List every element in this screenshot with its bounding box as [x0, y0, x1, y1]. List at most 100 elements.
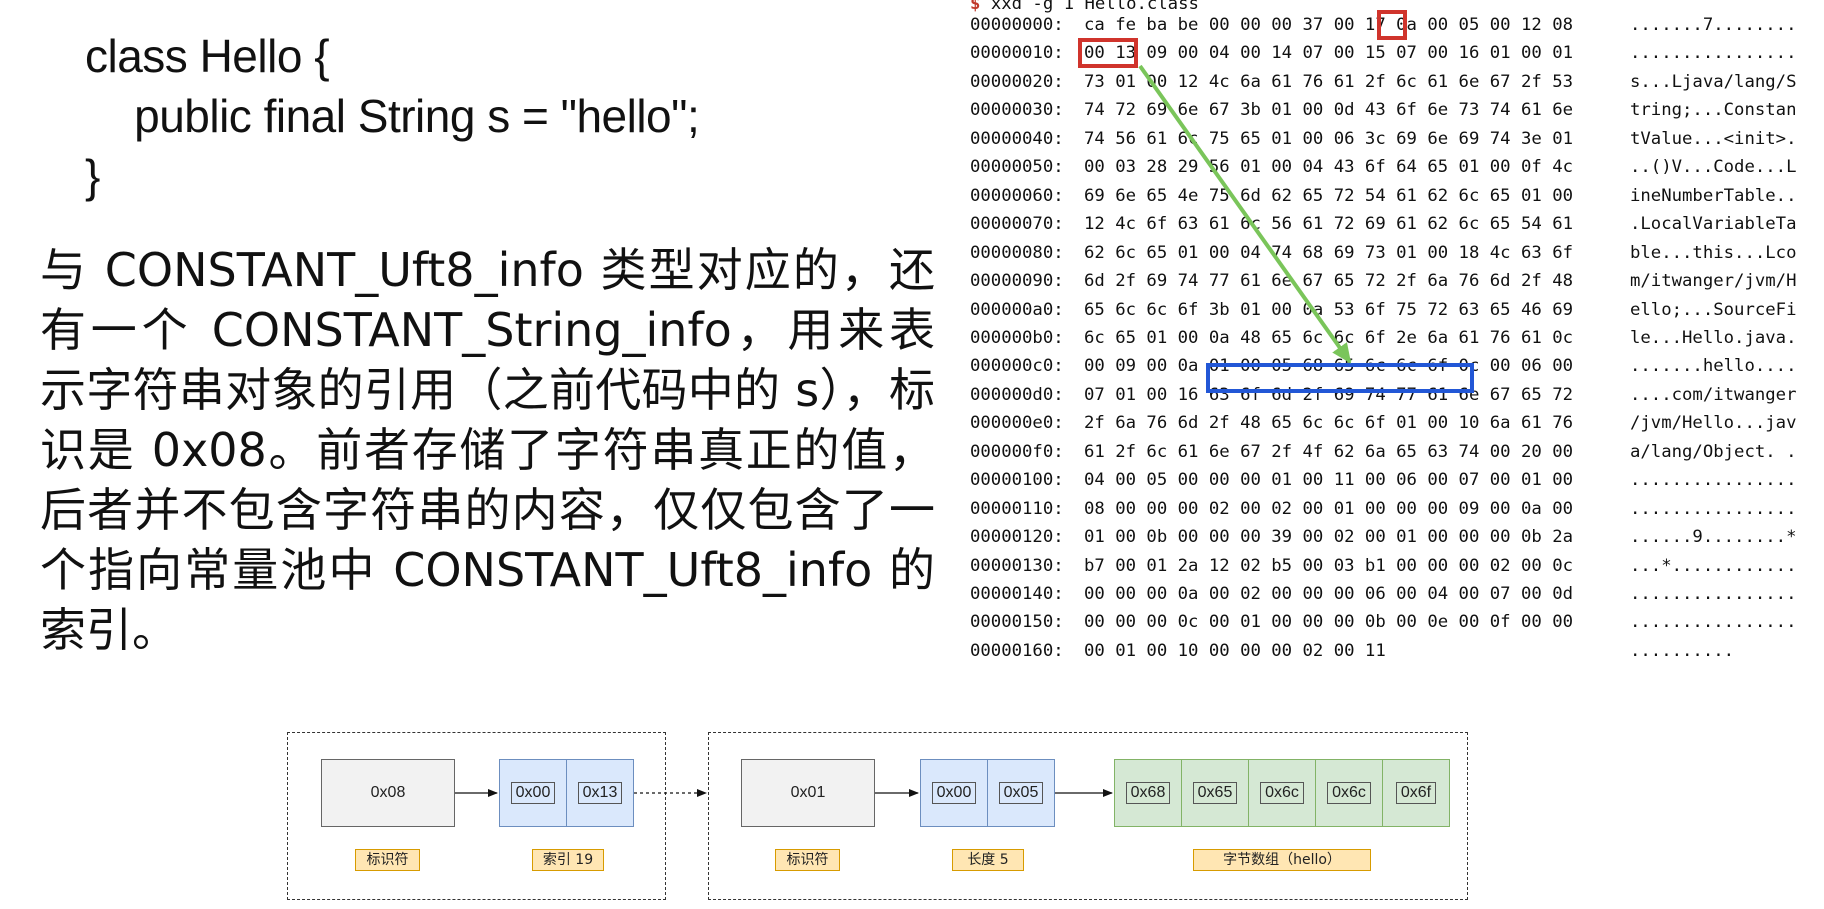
hex-bytes: 69 6e 65 4e 75 6d 62 65 72 54 61 62 6c 6…: [1084, 185, 1573, 206]
string-index-byte-cell: 0x13: [566, 759, 634, 827]
hex-ascii: ................: [1630, 43, 1797, 64]
hex-row: 00000090:6d 2f 69 74 77 61 6e 67 65 72 2…: [970, 267, 1820, 295]
hex-ascii: .......hello....: [1630, 356, 1797, 377]
hex-bytes: 62 6c 65 01 00 04 74 68 69 73 01 00 18 4…: [1084, 242, 1573, 263]
hex-row: 00000040: 74 56 61 6c 75 65 01 00 06 3c 6…: [970, 125, 1820, 153]
highlight-tag-08: [1377, 10, 1407, 40]
hex-bytes: 6d 2f 69 74 77 61 6e 67 65 72 2f 6a 76 6…: [1084, 271, 1573, 292]
hex-row: 00000070:12 4c 6f 63 61 6c 56 61 72 69 6…: [970, 210, 1820, 238]
hex-ascii: /jvm/Hello...jav: [1630, 413, 1797, 434]
hex-offset: 00000100:: [970, 470, 1064, 491]
hex-row: 00000150:00 00 00 0c 00 01 00 00 00 0b 0…: [970, 608, 1820, 636]
terminal-command: $ xxd -g 1 Hello.class: [970, 0, 1199, 14]
hex-ascii: tring;...Constan: [1630, 100, 1797, 121]
hex-offset: 00000140:: [970, 584, 1064, 604]
utf8-length-byte-cell: 0x05: [987, 759, 1055, 827]
hex-offset: 00000120:: [970, 527, 1064, 548]
hex-bytes: 00 03 28 29 56 01 00 04 43 6f 64 65 01 0…: [1084, 157, 1573, 178]
hex-ascii: ................: [1630, 612, 1797, 633]
hex-offset: 00000010:: [970, 43, 1064, 64]
hex-row: 00000130: b7 00 01 2a 12 02 b5 00 03 b1 0…: [970, 552, 1820, 580]
utf8-data-byte: 0x6f: [1395, 782, 1437, 804]
hex-row: 000000c0:00 09 00 0a 01 00 05 68 65 6c 6…: [970, 352, 1820, 380]
command-text: xxd -g 1 Hello.class: [990, 0, 1199, 14]
hex-ascii: tValue...<init>.: [1630, 128, 1797, 149]
utf8-tag-label: 标识符: [775, 849, 840, 871]
hex-bytes: 04 00 05 00 00 00 01 00 11 00 06 00 07 0…: [1084, 470, 1573, 491]
string-tag-cell: 0x08: [321, 759, 455, 827]
hex-bytes: 74 72 69 6e 67 3b 01 00 0d 43 6f 6e 73 7…: [1084, 100, 1573, 121]
code-line: }: [85, 150, 100, 202]
hex-bytes: 08 00 00 00 02 00 02 00 01 00 00 00 09 0…: [1084, 498, 1573, 519]
hex-row: 00000000: ca fe ba be 00 00 00 37 00 17 0…: [970, 11, 1820, 39]
hex-ascii: ble...this...Lco: [1630, 242, 1797, 263]
hex-bytes: 74 56 61 6c 75 65 01 00 06 3c 69 6e 69 7…: [1084, 128, 1573, 149]
hex-offset: 00000040:: [970, 128, 1064, 149]
hex-offset: 00000110:: [970, 498, 1064, 519]
hex-bytes: 65 6c 6c 6f 3b 01 00 0a 53 6f 75 72 63 6…: [1084, 299, 1573, 320]
utf8-data-label: 字节数组（hello）: [1193, 849, 1371, 871]
utf8-data-byte-cell: 0x6c: [1315, 759, 1383, 827]
hex-offset: 00000030:: [970, 100, 1064, 121]
hex-ascii: s...Ljava/lang/S: [1630, 71, 1797, 92]
java-code-snippet: class Hello { public final String s = "h…: [85, 26, 700, 206]
hex-row: 00000140: 00 00 00 0a 00 02 00 00 00 06 0…: [970, 580, 1820, 608]
hex-ascii: ...*............: [1630, 555, 1797, 576]
utf8-data-byte-cell: 0x6f: [1382, 759, 1450, 827]
hex-ascii: ................: [1630, 498, 1797, 519]
hex-row: 000000f0: 61 2f 6c 61 6e 67 2f 4f 62 6a 6…: [970, 438, 1820, 466]
hex-bytes: 61 2f 6c 61 6e 67 2f 4f 62 6a 65 63 74 0…: [1084, 441, 1573, 462]
hex-offset: 00000050:: [970, 157, 1064, 178]
utf8-tag-value: 0x01: [790, 784, 826, 801]
hex-offset: 00000020:: [970, 71, 1064, 92]
hex-ascii: ..........: [1630, 640, 1735, 661]
utf8-length-label: 长度 5: [952, 849, 1024, 871]
code-line: public final String s = "hello";: [85, 90, 700, 142]
hex-bytes: ca fe ba be 00 00 00 37 00 17 0a 00 05 0…: [1084, 15, 1573, 35]
string-index-byte: 0x00: [510, 782, 556, 804]
hex-row: 00000020: 73 01 00 12 4c 6a 61 76 61 2f 6…: [970, 68, 1820, 96]
hex-offset: 00000160:: [970, 640, 1064, 661]
explanation-paragraph: 与 CONSTANT_Uft8_info 类型对应的，还有一个 CONSTANT…: [40, 243, 935, 657]
hex-row: 00000060:69 6e 65 4e 75 6d 62 65 72 54 6…: [970, 182, 1820, 210]
hex-row: 00000050: 00 03 28 29 56 01 00 04 43 6f 6…: [970, 153, 1820, 181]
hex-ascii: ..()V...Code...L: [1630, 157, 1797, 178]
utf8-data-byte-cell: 0x65: [1181, 759, 1249, 827]
hex-ascii: ello;...SourceFi: [1630, 299, 1797, 320]
hex-offset: 00000130:: [970, 555, 1064, 576]
hex-offset: 000000f0:: [970, 441, 1064, 462]
hex-offset: 00000000:: [970, 15, 1064, 35]
hex-dump: $ xxd -g 1 Hello.class 00000000: ca fe ba…: [970, 0, 1796, 661]
prompt-symbol: $: [970, 0, 981, 14]
hex-ascii: ......9........*: [1630, 527, 1797, 548]
hex-bytes: 00 00 00 0c 00 01 00 00 00 0b 00 0e 00 0…: [1084, 612, 1573, 633]
string-tag-label: 标识符: [355, 849, 420, 871]
hex-bytes: 01 00 0b 00 00 00 39 00 02 00 01 00 00 0…: [1084, 527, 1573, 548]
utf8-length-byte: 0x00: [931, 782, 977, 804]
hex-bytes: 2f 6a 76 6d 2f 48 65 6c 6c 6f 01 00 10 6…: [1084, 413, 1573, 434]
hex-ascii: ................: [1630, 584, 1797, 604]
string-index-byte: 0x13: [577, 782, 623, 804]
hex-offset: 000000a0:: [970, 299, 1064, 320]
utf8-tag-cell: 0x01: [741, 759, 875, 827]
utf8-data-byte: 0x6c: [1327, 782, 1371, 804]
hex-ascii: m/itwanger/jvm/H: [1630, 271, 1797, 292]
hex-bytes: 73 01 00 12 4c 6a 61 76 61 2f 6c 61 6e 6…: [1084, 71, 1573, 92]
string-index-label: 索引 19: [532, 849, 604, 871]
hex-bytes: 6c 65 01 00 0a 48 65 6c 6c 6f 2e 6a 61 7…: [1084, 327, 1573, 348]
code-line: class Hello {: [85, 30, 330, 82]
hex-bytes: b7 00 01 2a 12 02 b5 00 03 b1 00 00 00 0…: [1084, 555, 1573, 576]
hex-bytes: 00 13 09 00 04 00 14 07 00 15 07 00 16 0…: [1084, 43, 1573, 64]
hex-offset: 000000b0:: [970, 327, 1064, 348]
highlight-index-0013: [1078, 38, 1138, 68]
hex-bytes: 00 00 00 0a 00 02 00 00 00 06 00 04 00 0…: [1084, 584, 1573, 604]
string-index-byte-cell: 0x00: [499, 759, 567, 827]
hex-row: 00000120: 01 00 0b 00 00 00 39 00 02 00 0…: [970, 523, 1820, 551]
hex-offset: 000000e0:: [970, 413, 1064, 434]
hex-row: 00000160:00 01 00 10 00 00 00 02 00 11..…: [970, 637, 1820, 665]
hex-ascii: a/lang/Object. .: [1630, 441, 1797, 462]
hex-offset: 000000c0:: [970, 356, 1064, 377]
utf8-data-byte-cell: 0x68: [1114, 759, 1182, 827]
utf8-length-byte-cell: 0x00: [920, 759, 988, 827]
hex-row: 00000110: 08 00 00 00 02 00 02 00 01 00 0…: [970, 495, 1820, 523]
